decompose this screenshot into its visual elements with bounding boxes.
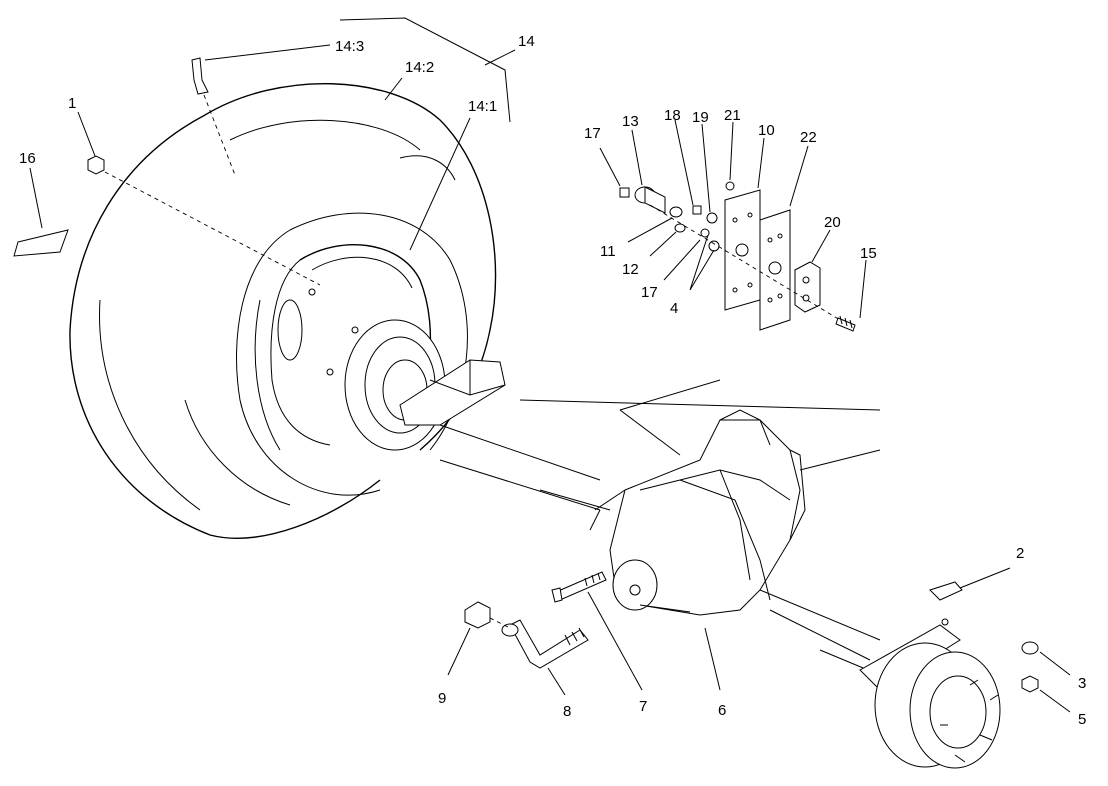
label-9: 9: [438, 690, 446, 707]
label-5: 5: [1078, 711, 1086, 728]
label-4: 4: [670, 300, 678, 317]
label-14-2: 14:2: [405, 59, 434, 76]
label-2: 2: [1016, 545, 1024, 562]
label-16: 16: [19, 150, 36, 167]
handle-rod: [501, 619, 589, 669]
leader-lines: [29, 17, 1071, 713]
wheel-hub: [344, 319, 506, 451]
label-3: 3: [1078, 675, 1086, 692]
label-8: 8: [563, 703, 571, 720]
label-1: 1: [68, 95, 76, 112]
label-14: 14: [518, 33, 535, 50]
long-bolt: [551, 571, 607, 603]
decal: [13, 229, 69, 257]
mounting-plates: [724, 189, 821, 331]
label-21: 21: [724, 107, 741, 124]
small-hardware: [619, 181, 856, 332]
label-17-top: 17: [584, 125, 601, 142]
label-18: 18: [664, 107, 681, 124]
label-11: 11: [600, 243, 616, 260]
label-17-bottom: 17: [641, 284, 658, 301]
label-20: 20: [824, 214, 841, 231]
label-6: 6: [718, 702, 726, 719]
clip: [929, 581, 963, 601]
label-10: 10: [758, 122, 775, 139]
callout-labels: 14:3 14:2 14:1 14 1 16 17 13 18 19 21 10…: [19, 33, 1086, 728]
differential-housing: [589, 409, 806, 616]
valve-stem: [191, 57, 236, 176]
brake-drum-hub: [859, 618, 1001, 769]
lug-nut: [87, 155, 321, 286]
label-15: 15: [860, 245, 877, 262]
label-14-3: 14:3: [335, 38, 364, 55]
label-19: 19: [692, 109, 709, 126]
label-7: 7: [639, 698, 647, 715]
tire: [69, 82, 497, 539]
axle-shaft-left: [439, 399, 881, 511]
label-14-1: 14:1: [468, 98, 497, 115]
label-13: 13: [622, 113, 639, 130]
nuts-right: [1021, 641, 1039, 693]
label-12: 12: [622, 261, 639, 278]
label-22: 22: [800, 129, 817, 146]
knob: [464, 601, 511, 629]
